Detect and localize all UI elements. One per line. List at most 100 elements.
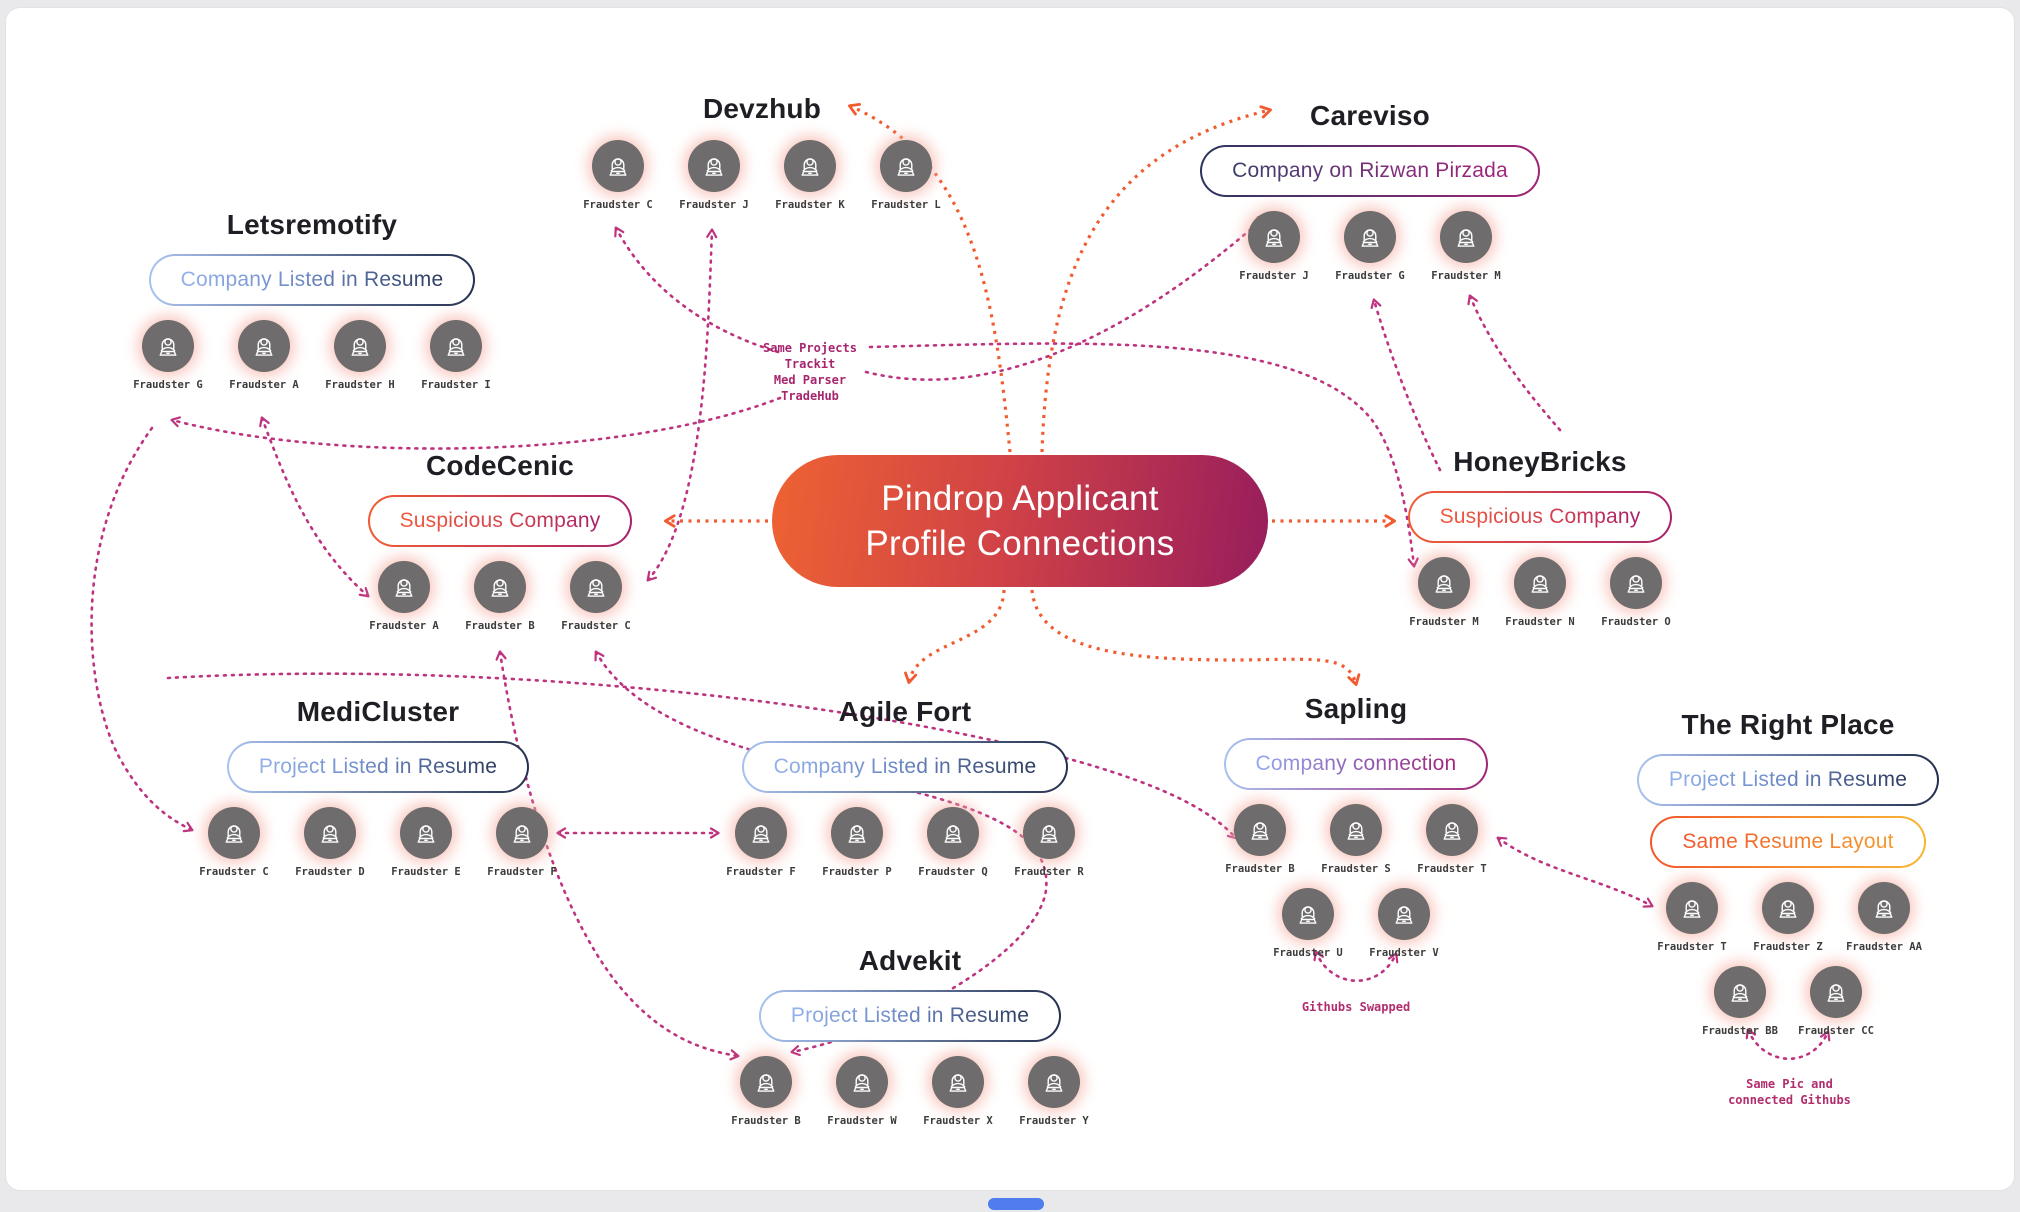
- hub-title-line2: Profile Connections: [865, 524, 1175, 563]
- fraudster-node: Fraudster G: [1322, 211, 1418, 283]
- fraudster-node: Fraudster V: [1356, 888, 1452, 960]
- hacker-avatar-icon: [831, 807, 883, 859]
- badge-label: Project Listed in Resume: [1668, 768, 1908, 791]
- fraudster-label: Fraudster BB: [1702, 1025, 1778, 1037]
- fraudster-node: Fraudster U: [1260, 888, 1356, 960]
- fraudster-label: Fraudster F: [487, 866, 557, 878]
- badge-label: Company Listed in Resume: [773, 755, 1037, 778]
- fraudster-label: Fraudster C: [561, 620, 631, 632]
- hub-node: Pindrop Applicant Profile Connections: [772, 455, 1268, 587]
- group-sapling: Sapling Company connection Fraudster B F…: [1212, 692, 1500, 960]
- badge-honeybricks: Suspicious Company: [1408, 491, 1673, 543]
- fraudster-label: Fraudster B: [731, 1115, 801, 1127]
- badge-medicluster: Project Listed in Resume: [227, 741, 529, 793]
- fraudster-node: Fraudster BB: [1692, 966, 1788, 1038]
- fraudster-label: Fraudster E: [391, 866, 461, 878]
- company-title: CodeCenic: [425, 450, 575, 481]
- group-careviso: Careviso Company on Rizwan Pirzada Fraud…: [1192, 99, 1548, 283]
- hacker-avatar-icon: [740, 1056, 792, 1108]
- badge-label: Project Listed in Resume: [790, 1004, 1030, 1027]
- fraudster-label: Fraudster G: [133, 379, 203, 391]
- fraudster-node: Fraudster P: [809, 807, 905, 879]
- connector-careviso-m: [1467, 294, 1562, 432]
- group-advekit: Advekit Project Listed in Resume Fraudst…: [731, 944, 1089, 1128]
- fraudster-label: Fraudster C: [199, 866, 269, 878]
- annotation-githubs-swapped: Githubs Swapped: [1301, 1000, 1411, 1014]
- badge-letsremotify: Company Listed in Resume: [149, 254, 476, 306]
- company-title: Devzhub: [702, 93, 822, 124]
- hacker-avatar-icon: [1810, 966, 1862, 1018]
- fraudster-node: Fraudster J: [666, 140, 762, 212]
- fraudster-node: Fraudster Z: [1740, 882, 1836, 954]
- hacker-avatar-icon: [1028, 1056, 1080, 1108]
- fraudster-label: Fraudster S: [1321, 863, 1391, 875]
- group-honeybricks: HoneyBricks Suspicious Company Fraudster…: [1388, 445, 1692, 629]
- fraudster-node: Fraudster I: [408, 320, 504, 392]
- hacker-avatar-icon: [1418, 557, 1470, 609]
- group-medicluster: MediCluster Project Listed in Resume Fra…: [199, 695, 557, 879]
- fraudster-node: Fraudster T: [1404, 804, 1500, 876]
- hacker-avatar-icon: [334, 320, 386, 372]
- fraudster-node: Fraudster K: [762, 140, 858, 212]
- fraudster-label: Fraudster Q: [918, 866, 988, 878]
- hacker-avatar-icon: [1378, 888, 1430, 940]
- fraudster-label: Fraudster G: [1335, 270, 1405, 282]
- badge-label: Suspicious Company: [1439, 505, 1641, 528]
- fraudster-node: Fraudster H: [312, 320, 408, 392]
- fraudster-label: Fraudster J: [1239, 270, 1309, 282]
- hacker-avatar-icon: [208, 807, 260, 859]
- fraudster-label: Fraudster U: [1273, 947, 1343, 959]
- hacker-avatar-icon: [1610, 557, 1662, 609]
- fraudster-node: Fraudster X: [910, 1056, 1006, 1128]
- fraudster-label: Fraudster J: [679, 199, 749, 211]
- badge-label: Company connection: [1255, 752, 1457, 775]
- badge-careviso: Company on Rizwan Pirzada: [1200, 145, 1540, 197]
- fraudster-label: Fraudster F: [726, 866, 796, 878]
- hacker-avatar-icon: [378, 561, 430, 613]
- hacker-avatar-icon: [142, 320, 194, 372]
- connector-sapling-t-rightplace-t: [1496, 836, 1654, 908]
- fraudster-label: Fraudster I: [421, 379, 491, 391]
- hacker-avatar-icon: [1858, 882, 1910, 934]
- fraudster-label: Fraudster B: [465, 620, 535, 632]
- fraudster-node: Fraudster L: [858, 140, 954, 212]
- fraudster-node: Fraudster B: [718, 1056, 814, 1128]
- hacker-avatar-icon: [1023, 807, 1075, 859]
- fraudster-label: Fraudster P: [822, 866, 892, 878]
- fraudster-label: Fraudster K: [775, 199, 845, 211]
- hacker-avatar-icon: [1666, 882, 1718, 934]
- fraudster-label: Fraudster N: [1505, 616, 1575, 628]
- hacker-avatar-icon: [1440, 211, 1492, 263]
- fraudster-node: Fraudster A: [356, 561, 452, 633]
- company-title: MediCluster: [296, 696, 460, 727]
- connector-sameprojects-devzhub-c: [614, 226, 780, 354]
- badge-label: Company Listed in Resume: [180, 268, 444, 291]
- fraudster-label: Fraudster V: [1369, 947, 1439, 959]
- fraudster-node: Fraudster C: [570, 140, 666, 212]
- hub-title-line1: Pindrop Applicant: [881, 479, 1159, 518]
- fraudster-node: Fraudster Q: [905, 807, 1001, 879]
- fraudster-label: Fraudster O: [1601, 616, 1671, 628]
- fraudster-node: Fraudster D: [282, 807, 378, 879]
- fraudster-label: Fraudster C: [583, 199, 653, 211]
- group-devzhub: Devzhub Fraudster C Fraudster J: [552, 92, 972, 212]
- company-title: The Right Place: [1681, 709, 1895, 740]
- fraudster-label: Fraudster A: [229, 379, 299, 391]
- hacker-avatar-icon: [932, 1056, 984, 1108]
- fraudster-node: Fraudster C: [186, 807, 282, 879]
- fraudster-label: Fraudster L: [871, 199, 941, 211]
- hacker-avatar-icon: [1344, 211, 1396, 263]
- hacker-avatar-icon: [1514, 557, 1566, 609]
- fraudster-node: Fraudster W: [814, 1056, 910, 1128]
- fraudster-node: Fraudster R: [1001, 807, 1097, 879]
- fraudster-node: Fraudster S: [1308, 804, 1404, 876]
- group-codecenic: CodeCenic Suspicious Company Fraudster A…: [348, 449, 652, 633]
- hacker-avatar-icon: [304, 807, 356, 859]
- group-agilefort: Agile Fort Company Listed in Resume Frau…: [726, 695, 1084, 879]
- fraudster-node: Fraudster A: [216, 320, 312, 392]
- badge-sapling: Company connection: [1224, 738, 1489, 790]
- fraudster-label: Fraudster M: [1431, 270, 1501, 282]
- hacker-avatar-icon: [430, 320, 482, 372]
- hacker-avatar-icon: [1234, 804, 1286, 856]
- fraudster-node: Fraudster B: [1212, 804, 1308, 876]
